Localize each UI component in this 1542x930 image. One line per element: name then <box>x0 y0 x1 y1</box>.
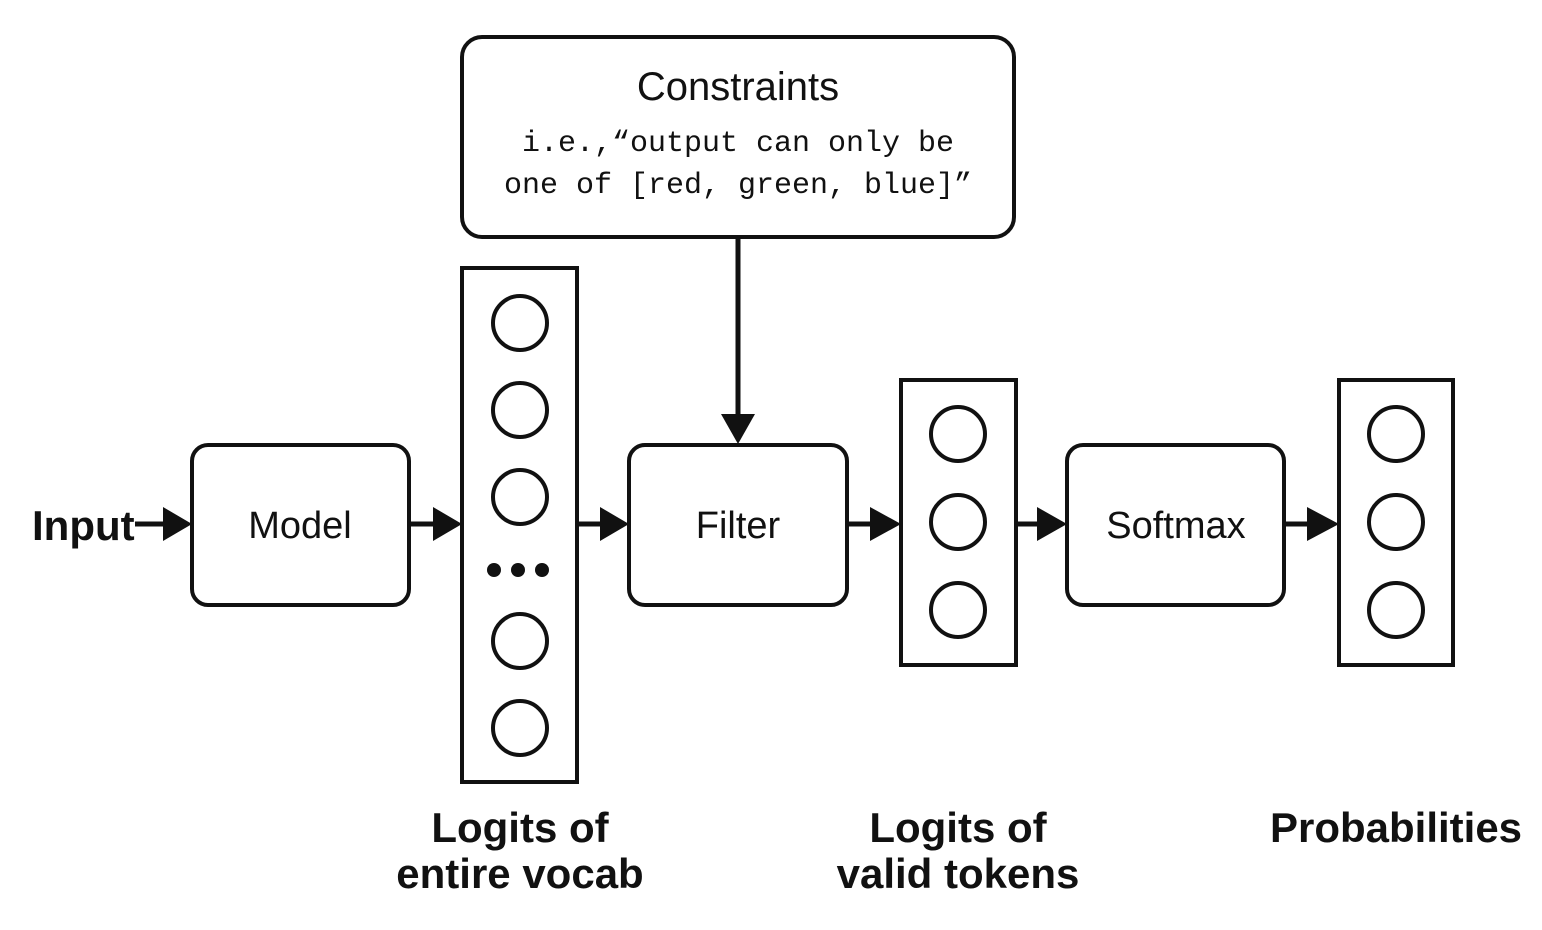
filter-box: Filter <box>627 443 849 607</box>
ellipsis-dot <box>511 563 525 577</box>
valid-logits-column <box>899 378 1018 667</box>
valid-logits-label-line1: Logits of <box>869 804 1047 851</box>
valid-logits-label-line2: valid tokens <box>837 850 1080 897</box>
valid-logit-node <box>929 405 987 463</box>
valid-logit-node <box>929 493 987 551</box>
input-to-model-arrow <box>135 507 192 541</box>
valid-logit-node <box>929 581 987 639</box>
valid-logits-to-softmax-arrow <box>1016 507 1067 541</box>
softmax-label: Softmax <box>1106 505 1245 547</box>
input-label: Input <box>32 502 135 549</box>
constraints-to-filter-arrow <box>721 237 755 444</box>
softmax-to-probabilities-arrow <box>1284 507 1339 541</box>
vocab-logits-label-line1: Logits of <box>431 804 609 851</box>
constraints-example-line1: i.e.,“output can only be <box>522 127 954 161</box>
vocab-logits-label-line2: entire vocab <box>396 850 643 897</box>
vocab-logits-to-filter-arrow <box>577 507 629 541</box>
probabilities-label: Probabilities <box>1270 804 1522 851</box>
vocab-logit-node <box>491 294 549 352</box>
filter-to-valid-logits-arrow <box>847 507 901 541</box>
model-to-vocab-logits-arrow <box>409 507 462 541</box>
constraints-box: Constraints i.e.,“output can only be one… <box>460 35 1016 239</box>
filter-label: Filter <box>696 505 781 547</box>
ellipsis-dot <box>487 563 501 577</box>
vocab-logit-node <box>491 612 549 670</box>
model-box: Model <box>190 443 411 607</box>
model-label: Model <box>248 505 352 547</box>
softmax-box: Softmax <box>1065 443 1286 607</box>
probability-node <box>1367 581 1425 639</box>
vocab-logit-node <box>491 381 549 439</box>
vocab-logit-node <box>491 468 549 526</box>
probability-node <box>1367 493 1425 551</box>
constraints-title: Constraints <box>637 65 839 109</box>
vocab-logits-column <box>460 266 579 784</box>
constraints-example-line2: one of [red, green, blue]” <box>504 169 972 203</box>
vocab-logit-node <box>491 699 549 757</box>
probabilities-column <box>1337 378 1455 667</box>
probability-node <box>1367 405 1425 463</box>
ellipsis-dot <box>535 563 549 577</box>
